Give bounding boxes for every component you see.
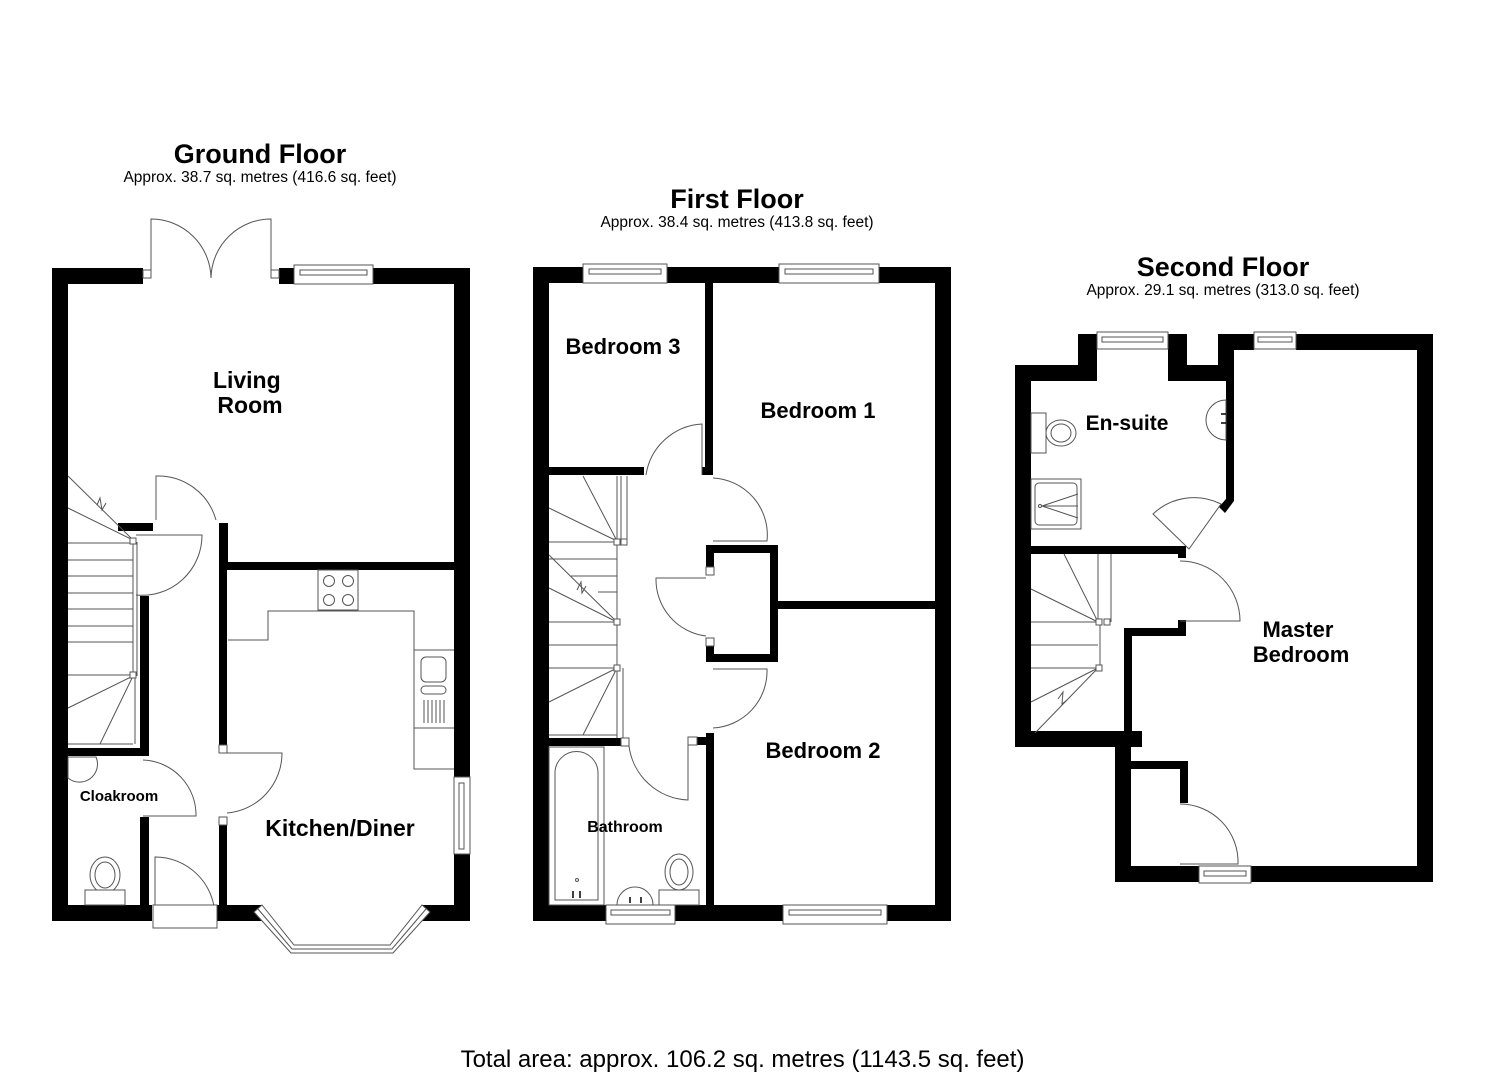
ensuite-fixtures: [1030, 399, 1227, 530]
room-label-bedroom-2: Bedroom 2: [766, 738, 881, 763]
basin-icon: [1205, 399, 1227, 441]
second-floor-plan: En-suite Master Bedroom: [1015, 331, 1433, 884]
door-arc: [155, 475, 217, 521]
ground-floor-heading: Ground Floor Approx. 38.7 sq. metres (41…: [60, 139, 460, 187]
room-label-en-suite: En-suite: [1086, 412, 1169, 435]
room-label-kitchen-diner: Kitchen/Diner: [265, 815, 415, 841]
shower-icon: [1030, 478, 1082, 530]
staircase: [548, 475, 628, 738]
ground-floor-plan: Living Room Kitchen/Diner Cloakroom: [52, 218, 471, 954]
window: [778, 263, 880, 284]
floor-title: Ground Floor: [173, 139, 347, 169]
window: [293, 264, 374, 285]
floor-area: Approx. 38.7 sq. metres (416.6 sq. feet): [123, 169, 397, 186]
staircase: [67, 475, 138, 745]
first-floor-plan: Bedroom 3 Bedroom 1 Bedroom 2 Bathroom: [533, 263, 951, 925]
window: [1253, 331, 1297, 350]
window: [1096, 331, 1169, 350]
bay-window: [253, 904, 431, 954]
kitchen-units: [228, 569, 454, 770]
room-label-bathroom: Bathroom: [587, 819, 663, 836]
room-label-bedroom-3: Bedroom 3: [566, 334, 681, 359]
window: [782, 904, 888, 925]
window: [453, 776, 471, 855]
window: [605, 904, 676, 925]
cloakroom-fixtures: [67, 756, 126, 906]
room-label-living-room: Living Room: [213, 367, 287, 418]
room-label-master-bedroom: Master Bedroom: [1253, 617, 1350, 667]
total-area: Total area: approx. 106.2 sq. metres (11…: [460, 1046, 1025, 1073]
front-door: [152, 856, 218, 929]
first-floor-heading: First Floor Approx. 38.4 sq. metres (413…: [537, 184, 937, 232]
basin-icon: [616, 886, 654, 906]
floor-title: First Floor: [670, 184, 804, 214]
staircase: [1030, 553, 1112, 734]
basin-icon: [67, 756, 98, 783]
room-label-bedroom-1: Bedroom 1: [761, 398, 876, 423]
window: [582, 263, 668, 284]
room-label-cloakroom: Cloakroom: [80, 788, 158, 805]
sink-icon: [420, 656, 447, 683]
floor-area: Approx. 38.4 sq. metres (413.8 sq. feet): [600, 214, 874, 231]
toilet-icon: [1045, 419, 1077, 447]
french-doors: [142, 218, 280, 279]
window: [1198, 865, 1252, 884]
floor-area: Approx. 29.1 sq. metres (313.0 sq. feet): [1086, 282, 1360, 299]
floor-title: Second Floor: [1136, 252, 1310, 282]
second-floor-heading: Second Floor Approx. 29.1 sq. metres (31…: [1018, 252, 1428, 300]
bathroom-fixtures: [548, 746, 700, 906]
